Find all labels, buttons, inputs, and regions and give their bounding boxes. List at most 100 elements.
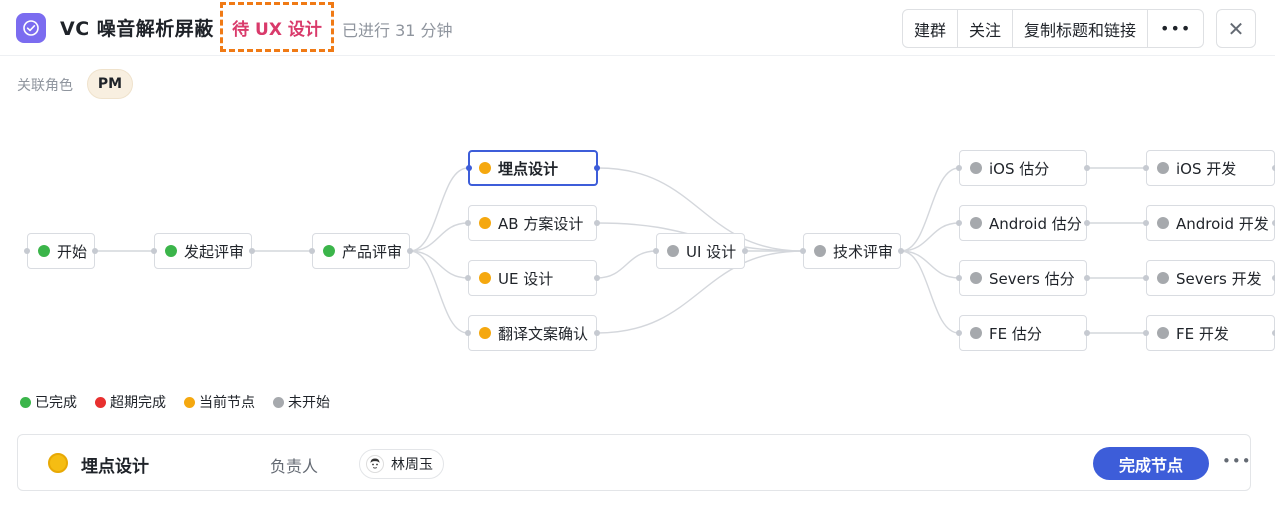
legend-label: 当前节点 (199, 395, 255, 411)
flow-node-tracking-design[interactable]: 埋点设计 (466, 150, 600, 186)
copy-title-link-button[interactable]: 复制标题和链接 (1013, 10, 1149, 47)
input-port (1143, 330, 1149, 336)
input-port (800, 248, 806, 254)
output-port (1272, 330, 1275, 336)
flow-node-start[interactable]: 开始 (24, 233, 98, 269)
follow-button[interactable]: 关注 (958, 10, 1014, 47)
flow-node-label: UE 设计 (498, 269, 554, 288)
flow-node-label: Severs 估分 (989, 269, 1075, 288)
owner-chip[interactable]: 林周玉 (359, 449, 444, 479)
header-bar: VC 噪音解析屏蔽 待 UX 设计 已进行 31 分钟 建群 关注 复制标题和链… (0, 0, 1275, 56)
current-status-dot (48, 453, 68, 473)
flow-node-label: FE 开发 (1176, 324, 1229, 343)
flow-node-ue-design[interactable]: UE 设计 (465, 260, 600, 296)
legend-dot (95, 396, 106, 408)
role-chip[interactable]: PM (87, 69, 133, 99)
flow-node-label: iOS 开发 (1176, 159, 1237, 178)
connector-tech-review-to-android-estimate (900, 222, 960, 252)
input-port (956, 330, 962, 336)
output-port (407, 248, 413, 254)
connector-product-review-to-ue-design (409, 250, 469, 279)
status-dot (479, 327, 491, 339)
connector-copy-confirm-to-tech-review (596, 250, 804, 334)
flow-node-tech-review[interactable]: 技术评审 (800, 233, 904, 269)
create-group-button[interactable]: 建群 (903, 10, 959, 47)
status-badge[interactable]: 待 UX 设计 (232, 19, 322, 40)
workflow-connectors (95, 167, 1146, 334)
flow-node-fe-estimate[interactable]: FE 估分 (956, 315, 1090, 351)
status-badge-highlight[interactable]: 待 UX 设计 (220, 2, 334, 52)
flow-node-review-start[interactable]: 发起评审 (151, 233, 255, 269)
flow-node-android-dev[interactable]: Android 开发 (1143, 205, 1275, 241)
complete-node-button[interactable]: 完成节点 (1093, 447, 1209, 480)
flow-node-product-review[interactable]: 产品评审 (309, 233, 413, 269)
flow-node-label: 技术评审 (833, 242, 894, 261)
flow-node-ios-dev[interactable]: iOS 开发 (1143, 150, 1275, 186)
output-port (1272, 220, 1275, 226)
input-port (151, 248, 157, 254)
legend-item-not-started: 未开始 (273, 392, 330, 412)
output-port (742, 248, 748, 254)
flow-node-copy-confirm[interactable]: 翻译文案确认 (465, 315, 600, 351)
flow-node-label: Android 估分 (989, 214, 1082, 233)
role-label: 关联角色 (17, 78, 73, 94)
input-port (1143, 165, 1149, 171)
elapsed-time: 已进行 31 分钟 (342, 21, 453, 40)
flow-node-label: 产品评审 (342, 242, 403, 261)
input-port (956, 165, 962, 171)
output-port (594, 165, 600, 171)
flow-node-label: Severs 开发 (1176, 269, 1262, 288)
more-icon[interactable]: ••• (1160, 19, 1192, 38)
connector-tech-review-to-fe-estimate (900, 250, 960, 334)
status-dot (970, 162, 982, 174)
status-dot (1157, 272, 1169, 284)
flow-node-ui-design[interactable]: UI 设计 (653, 233, 748, 269)
flow-node-ab-plan[interactable]: AB 方案设计 (465, 205, 600, 241)
legend-item-current: 当前节点 (184, 392, 255, 412)
input-port (309, 248, 315, 254)
flow-node-label: 埋点设计 (498, 159, 559, 178)
flow-node-label: FE 估分 (989, 324, 1042, 343)
output-port (594, 330, 600, 336)
input-port (466, 165, 472, 171)
flow-node-label: 开始 (57, 242, 88, 261)
flow-node-label: 翻译文案确认 (498, 324, 589, 343)
status-dot (1157, 327, 1169, 339)
legend-label: 未开始 (288, 395, 330, 411)
status-legend: 已完成 超期完成 当前节点 未开始 (20, 392, 348, 412)
status-dot (479, 272, 491, 284)
legend-label: 超期完成 (110, 395, 166, 411)
flow-node-severs-dev[interactable]: Severs 开发 (1143, 260, 1275, 296)
workflow-diagram: 开始 发起评审 产品评审 埋点设计 AB 方案设计 UE 设计翻译文案确认 UI 设计 技术评… (0, 140, 1275, 370)
connector-tracking-design-to-tech-review (597, 167, 804, 252)
action-group: 建群 关注 复制标题和链接 ••• (902, 9, 1205, 48)
flow-node-label: UI 设计 (686, 242, 737, 261)
status-dot (165, 245, 177, 257)
connector-product-review-to-copy-confirm (409, 250, 469, 334)
output-port (1272, 165, 1275, 171)
status-dot (323, 245, 335, 257)
input-port (465, 220, 471, 226)
avatar-icon (366, 455, 384, 473)
flow-node-fe-dev[interactable]: FE 开发 (1143, 315, 1275, 351)
owner-label: 负责人 (270, 457, 319, 476)
input-port (24, 248, 30, 254)
close-icon[interactable]: ✕ (1216, 9, 1256, 48)
legend-label: 已完成 (35, 395, 77, 411)
card-more-icon[interactable]: ••• (1222, 452, 1252, 470)
connector-product-review-to-tracking-design (409, 167, 469, 252)
flow-node-label: 发起评审 (184, 242, 245, 261)
status-dot (38, 245, 50, 257)
output-port (898, 248, 904, 254)
flow-node-severs-estimate[interactable]: Severs 估分 (956, 260, 1090, 296)
status-dot (479, 217, 491, 229)
connector-ue-design-to-ui-design (596, 250, 657, 279)
legend-item-overdue: 超期完成 (95, 392, 166, 412)
flow-node-android-estimate[interactable]: Android 估分 (956, 205, 1090, 241)
legend-dot (20, 396, 31, 408)
output-port (594, 220, 600, 226)
status-dot (970, 327, 982, 339)
flow-node-label: AB 方案设计 (498, 214, 584, 233)
current-node-name: 埋点设计 (81, 457, 149, 477)
flow-node-ios-estimate[interactable]: iOS 估分 (956, 150, 1090, 186)
